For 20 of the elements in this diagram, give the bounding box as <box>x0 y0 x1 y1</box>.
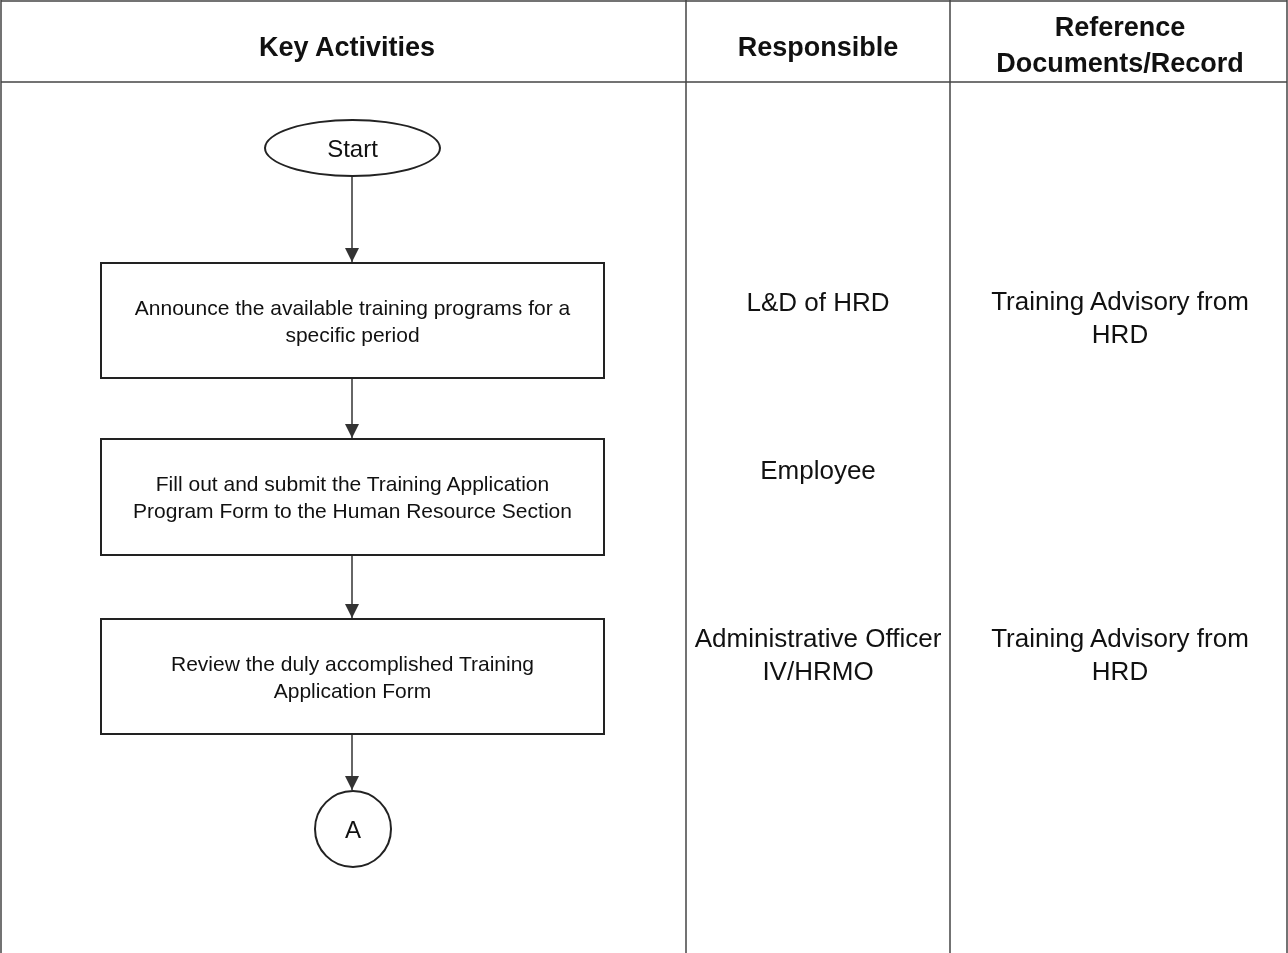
arrow <box>345 378 359 439</box>
table-cell-text: L&D of HRD <box>745 285 891 319</box>
node-text: Announce the available training programs for a specific period <box>133 294 572 348</box>
column-header: Reference Documents/Record <box>995 11 1245 80</box>
arrow <box>345 555 359 619</box>
column-header: Responsible <box>736 31 900 64</box>
arrow <box>345 176 359 263</box>
process-box <box>100 438 605 556</box>
column-header: Key Activities <box>257 31 437 64</box>
process-box <box>100 618 605 735</box>
node-text: Review the duly accomplished Training Application Form <box>170 650 535 704</box>
node-text: A <box>345 815 361 843</box>
table-cell-text: Training Advisory from HRD <box>990 285 1250 351</box>
table-cell-text: Administrative Officer IV/HRMO <box>693 622 943 688</box>
process-box <box>100 262 605 379</box>
table-cell-text: Employee <box>759 453 877 487</box>
arrow <box>345 734 359 791</box>
table-cell-text: Training Advisory from HRD <box>990 622 1250 688</box>
node-text: Fill out and submit the Training Application Program Form to the Human Resource Section <box>132 471 573 524</box>
node-text: Start <box>327 134 378 162</box>
